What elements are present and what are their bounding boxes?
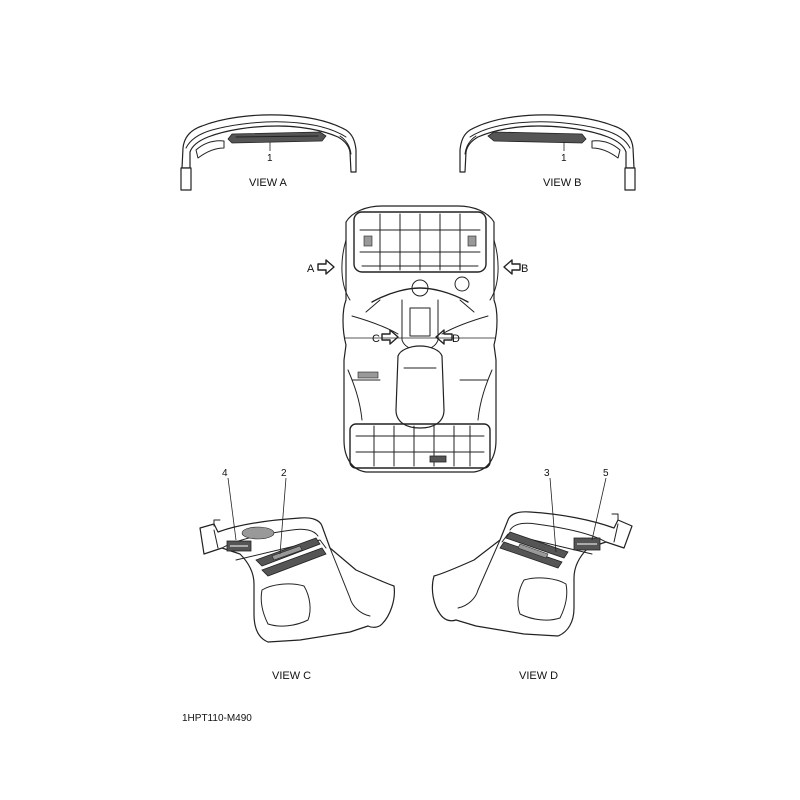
decal-5-emblem	[573, 537, 601, 551]
atv-top-view	[341, 205, 499, 473]
callout-4-view-c: 4	[222, 468, 228, 479]
diagram-code: 1HPT110-M490	[182, 713, 252, 724]
view-d-side-cover: 3 5 VIEW D	[431, 468, 633, 682]
callout-5-view-d: 5	[603, 468, 609, 479]
view-arrow-b: B	[503, 259, 528, 275]
arrow-d-label: D	[452, 333, 460, 345]
arrow-c-label: C	[372, 333, 380, 345]
view-a-fender: 1 VIEW A	[180, 114, 357, 191]
view-d-label: VIEW D	[519, 670, 558, 682]
view-c-side-cover: 4 2 VIEW C	[199, 468, 395, 682]
view-a-label: VIEW A	[249, 177, 288, 189]
view-b-label: VIEW B	[543, 177, 582, 189]
decal-3-graphic	[499, 531, 569, 569]
decal-2-graphic	[255, 537, 327, 577]
arrow-a-label: A	[307, 263, 315, 275]
callout-1-view-a: 1	[267, 153, 273, 164]
view-b-fender: 1 VIEW B	[459, 114, 636, 191]
callout-3-view-d: 3	[544, 468, 550, 479]
decal-4-emblem	[226, 540, 252, 552]
view-arrow-c: C	[372, 329, 399, 345]
view-arrow-a: A	[307, 259, 335, 275]
callout-1-view-b: 1	[561, 153, 567, 164]
view-arrow-d: D	[435, 329, 460, 345]
view-c-label: VIEW C	[272, 670, 311, 682]
arrow-b-label: B	[521, 263, 528, 275]
callout-2-view-c: 2	[281, 468, 287, 479]
